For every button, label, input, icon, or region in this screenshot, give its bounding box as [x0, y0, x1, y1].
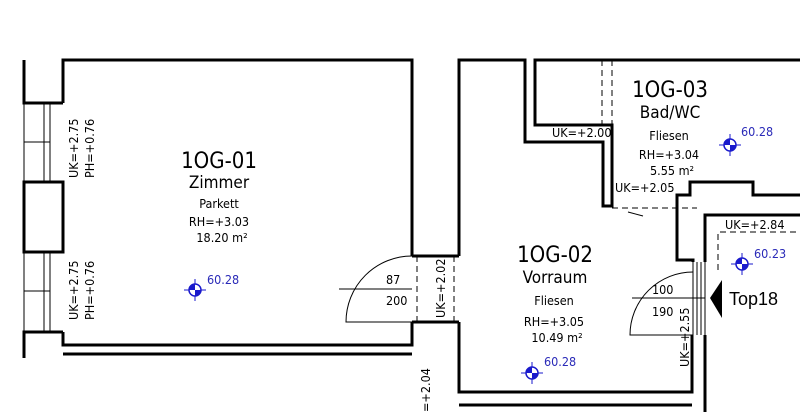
room-floor: Fliesen: [649, 128, 689, 143]
room-label-1og-03: 1OG-03 Bad/WC Fliesen RH=+3.04 5.55 m²: [632, 78, 708, 178]
window-upper: [23, 103, 51, 182]
opening-uk-284: UK=+2.84: [725, 217, 785, 232]
room-1og-01-walls: [61, 58, 459, 356]
room-name: Zimmer: [189, 173, 250, 193]
door-1-height: 200: [386, 293, 407, 308]
opening-uk-200: UK=+2.00: [552, 125, 612, 140]
level-value: 60.28: [741, 124, 773, 139]
opening-uk-204: =+2.04: [418, 368, 433, 412]
opening-uk-205: UK=+2.05: [615, 180, 675, 195]
room-height: RH=+3.04: [639, 147, 699, 162]
outer-wall-left: [22, 60, 65, 358]
room-label-1og-01: 1OG-01 Zimmer Parkett RH=+3.03 18.20 m²: [181, 149, 257, 245]
door-1-width: 87: [386, 272, 400, 287]
window-upper-ph: PH=+0.76: [82, 119, 97, 178]
window-lower-ph: PH=+0.76: [82, 261, 97, 320]
room-height: RH=+3.03: [189, 214, 249, 229]
opening-uk-202: UK=+2.02: [433, 259, 448, 319]
room-floor: Fliesen: [534, 293, 574, 308]
entrance-arrow-icon: [710, 280, 722, 318]
room-area: 5.55 m²: [650, 163, 694, 178]
level-value: 60.28: [207, 272, 239, 287]
door-2-height: 190: [652, 304, 673, 319]
level-marker: 60.28: [521, 354, 576, 384]
entrance-label: Top18: [729, 289, 778, 309]
window-lower-uk: UK=+2.75: [66, 261, 81, 321]
room-1og-02-walls: [457, 58, 800, 412]
room-id: 1OG-03: [632, 78, 708, 103]
room-height: RH=+3.05: [524, 314, 584, 329]
room-floor: Parkett: [199, 196, 239, 211]
room-name: Bad/WC: [640, 103, 701, 123]
level-marker: 60.28: [184, 272, 239, 301]
door-2-width: 100: [652, 282, 673, 297]
level-marker: 60.23: [731, 246, 786, 275]
room-label-1og-02: 1OG-02 Vorraum Fliesen RH=+3.05 10.49 m²: [517, 243, 593, 345]
door-1og-02[interactable]: [629, 271, 705, 336]
room-id: 1OG-01: [181, 149, 257, 174]
level-value: 60.23: [754, 246, 786, 261]
window-lower: [23, 252, 51, 332]
door-1og-01[interactable]: [339, 255, 413, 323]
room-name: Vorraum: [523, 268, 588, 288]
opening-uk-255: UK=+2.55: [677, 308, 692, 368]
level-marker: 60.28: [719, 124, 773, 156]
room-id: 1OG-02: [517, 243, 593, 268]
window-upper-uk: UK=+2.75: [66, 119, 81, 179]
level-value: 60.28: [544, 354, 576, 369]
room-area: 10.49 m²: [531, 330, 582, 345]
room-area: 18.20 m²: [196, 230, 247, 245]
